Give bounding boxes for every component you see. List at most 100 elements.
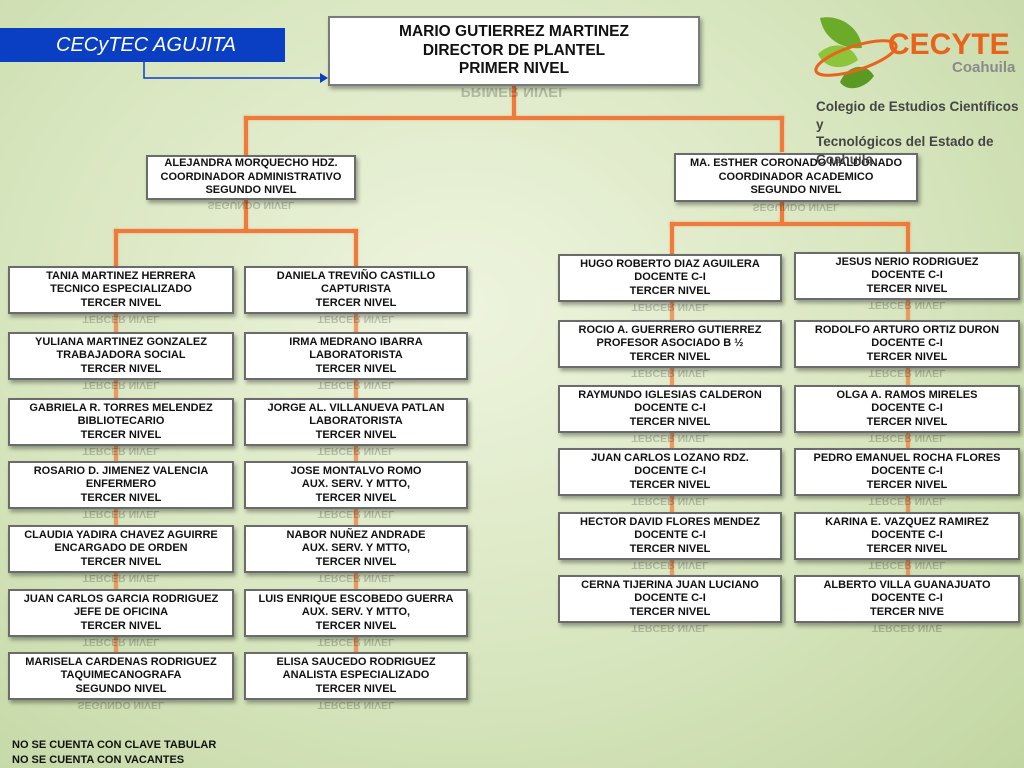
node-name: IRMA MEDRANO IBARRA: [289, 335, 423, 348]
node-position: DOCENTE C-I: [871, 269, 943, 282]
node-level-reflection: PRIMER NIVEL: [460, 88, 568, 100]
cecyte-leaf-icon: CECYTE Coahuila: [814, 17, 1016, 89]
connector-line: [670, 222, 674, 256]
column-connector-line: [906, 256, 910, 616]
node-name: MARIO GUTIERREZ MARTINEZ: [399, 23, 629, 41]
node-position: ENFERMERO: [85, 478, 157, 491]
node-level-reflection: TERCER NIVEL: [631, 435, 709, 444]
node-level-reflection: SEGUNDO NIVEL: [207, 202, 295, 211]
node-level: TERCER NIVEL: [315, 555, 397, 568]
node-level-reflection: TERCER NIVEL: [868, 302, 946, 311]
node-name: ROSARIO D. JIMENEZ VALENCIA: [33, 464, 209, 477]
node-position: PROFESOR ASOCIADO B ½: [596, 337, 744, 350]
node-level: TERCER NIVEL: [866, 542, 948, 555]
node-position: DOCENTE C-I: [871, 529, 943, 542]
logo-subtitle: Colegio de Estudios Científicos y Tecnol…: [816, 98, 1021, 168]
node-level-reflection: TERCER NIVEL: [82, 575, 160, 584]
node-position: BIBLIOTECARIO: [77, 415, 165, 428]
connector-line: [354, 229, 358, 269]
node-name: OLGA A. RAMOS MIRELES: [836, 388, 978, 401]
connector-line: [114, 229, 118, 269]
node-level: TERCER NIVEL: [866, 478, 948, 491]
node-position: LABORATORISTA: [309, 415, 403, 428]
node-level: TERCER NIVEL: [315, 491, 397, 504]
node-level: TERCER NIVEL: [80, 555, 162, 568]
node-level-reflection: TERCER NIVEL: [631, 498, 709, 507]
node-name: ALEJANDRA MORQUECHO HDZ.: [164, 157, 338, 170]
node-position: ENCARGADO DE ORDEN: [54, 542, 188, 555]
node-level-reflection: TERCER NIVEL: [82, 448, 160, 457]
node-position: COORDINADOR ADMINISTRATIVO: [160, 170, 342, 183]
node-name: MARISELA CARDENAS RODRIGUEZ: [25, 655, 217, 668]
node-level: TERCER NIVEL: [315, 428, 397, 441]
node-level-reflection: TERCER NIVEL: [82, 316, 160, 325]
node-name: MA. ESTHER CORONADO MALDONADO: [689, 157, 903, 170]
node-name: KARINA E. VAZQUEZ RAMIREZ: [825, 515, 989, 528]
node-position: DOCENTE C-I: [634, 592, 706, 605]
connector-line: [670, 222, 910, 226]
node-level-reflection: TERCER NIVEL: [631, 625, 709, 634]
node-position: DOCENTE C-I: [634, 271, 706, 284]
node-position: DOCENTE C-I: [871, 465, 943, 478]
footer-notes: NO SE CUENTA CON CLAVE TABULAR NO SE CUE…: [12, 738, 216, 768]
node-name: CLAUDIA YADIRA CHAVEZ AGUIRRE: [24, 528, 218, 541]
node-level: TERCER NIVE: [870, 605, 944, 618]
node-position: COORDINADOR ACADEMICO: [718, 170, 874, 183]
node-level: TERCER NIVEL: [80, 619, 162, 632]
node-name: LUIS ENRIQUE ESCOBEDO GUERRA: [258, 592, 454, 605]
node-name: ROCIO A. GUERRERO GUTIERREZ: [578, 323, 762, 336]
node-position: DIRECTOR DE PLANTEL: [422, 41, 606, 59]
node-level: TERCER NIVEL: [629, 350, 711, 363]
node-level-reflection: TERCER NIVEL: [868, 498, 946, 507]
node-level: TERCER NIVEL: [80, 296, 162, 309]
connector-line: [244, 116, 248, 156]
node-level: PRIMER NIVEL: [458, 60, 570, 78]
node-position: TRABAJADORA SOCIAL: [56, 349, 186, 362]
node-level-reflection: TERCER NIVEL: [317, 702, 395, 711]
connector-line: [244, 116, 784, 120]
node-level-reflection: TERCER NIVEL: [631, 304, 709, 313]
node-level: TERCER NIVEL: [629, 478, 711, 491]
footer-note-1: NO SE CUENTA CON CLAVE TABULAR: [12, 739, 217, 751]
node-level: TERCER NIVEL: [629, 415, 711, 428]
connector-line: [512, 86, 516, 118]
node-level: TERCER NIVEL: [80, 491, 162, 504]
node-level-reflection: TERCER NIVEL: [317, 316, 395, 325]
node-name: JUAN CARLOS GARCIA RODRIGUEZ: [23, 592, 219, 605]
node-name: TANIA MARTINEZ HERRERA: [46, 269, 196, 282]
node-name: JESUS NERIO RODRIGUEZ: [835, 255, 979, 268]
node-level-reflection: TERCER NIVEL: [317, 639, 395, 648]
node-level: TERCER NIVEL: [315, 296, 397, 309]
node-position: AUX. SERV. Y MTTO,: [301, 542, 411, 555]
node-position: JEFE DE OFICINA: [73, 606, 169, 619]
logo-wordmark: CECYTE: [888, 28, 1010, 61]
node-name: PEDRO EMANUEL ROCHA FLORES: [813, 451, 1001, 464]
node-name: ALBERTO VILLA GUANAJUATO: [823, 578, 991, 591]
node-position: DOCENTE C-I: [871, 592, 943, 605]
campus-banner-label: CECyTEC AGUJITA: [56, 33, 237, 56]
node-level-reflection: TERCER NIVEL: [868, 562, 946, 571]
connector-line: [780, 202, 784, 224]
node-level-reflection: TERCER NIVEL: [317, 575, 395, 584]
node-name: JOSE MONTALVO ROMO: [290, 464, 422, 477]
node-level-reflection: SEGUNDO NIVEL: [77, 702, 165, 711]
node-name: RAYMUNDO IGLESIAS CALDERON: [578, 388, 762, 401]
node-position: TAQUIMECANOGRAFA: [60, 669, 182, 682]
node-level-reflection: TERCER NIVEL: [317, 511, 395, 520]
node-level: TERCER NIVEL: [866, 415, 948, 428]
